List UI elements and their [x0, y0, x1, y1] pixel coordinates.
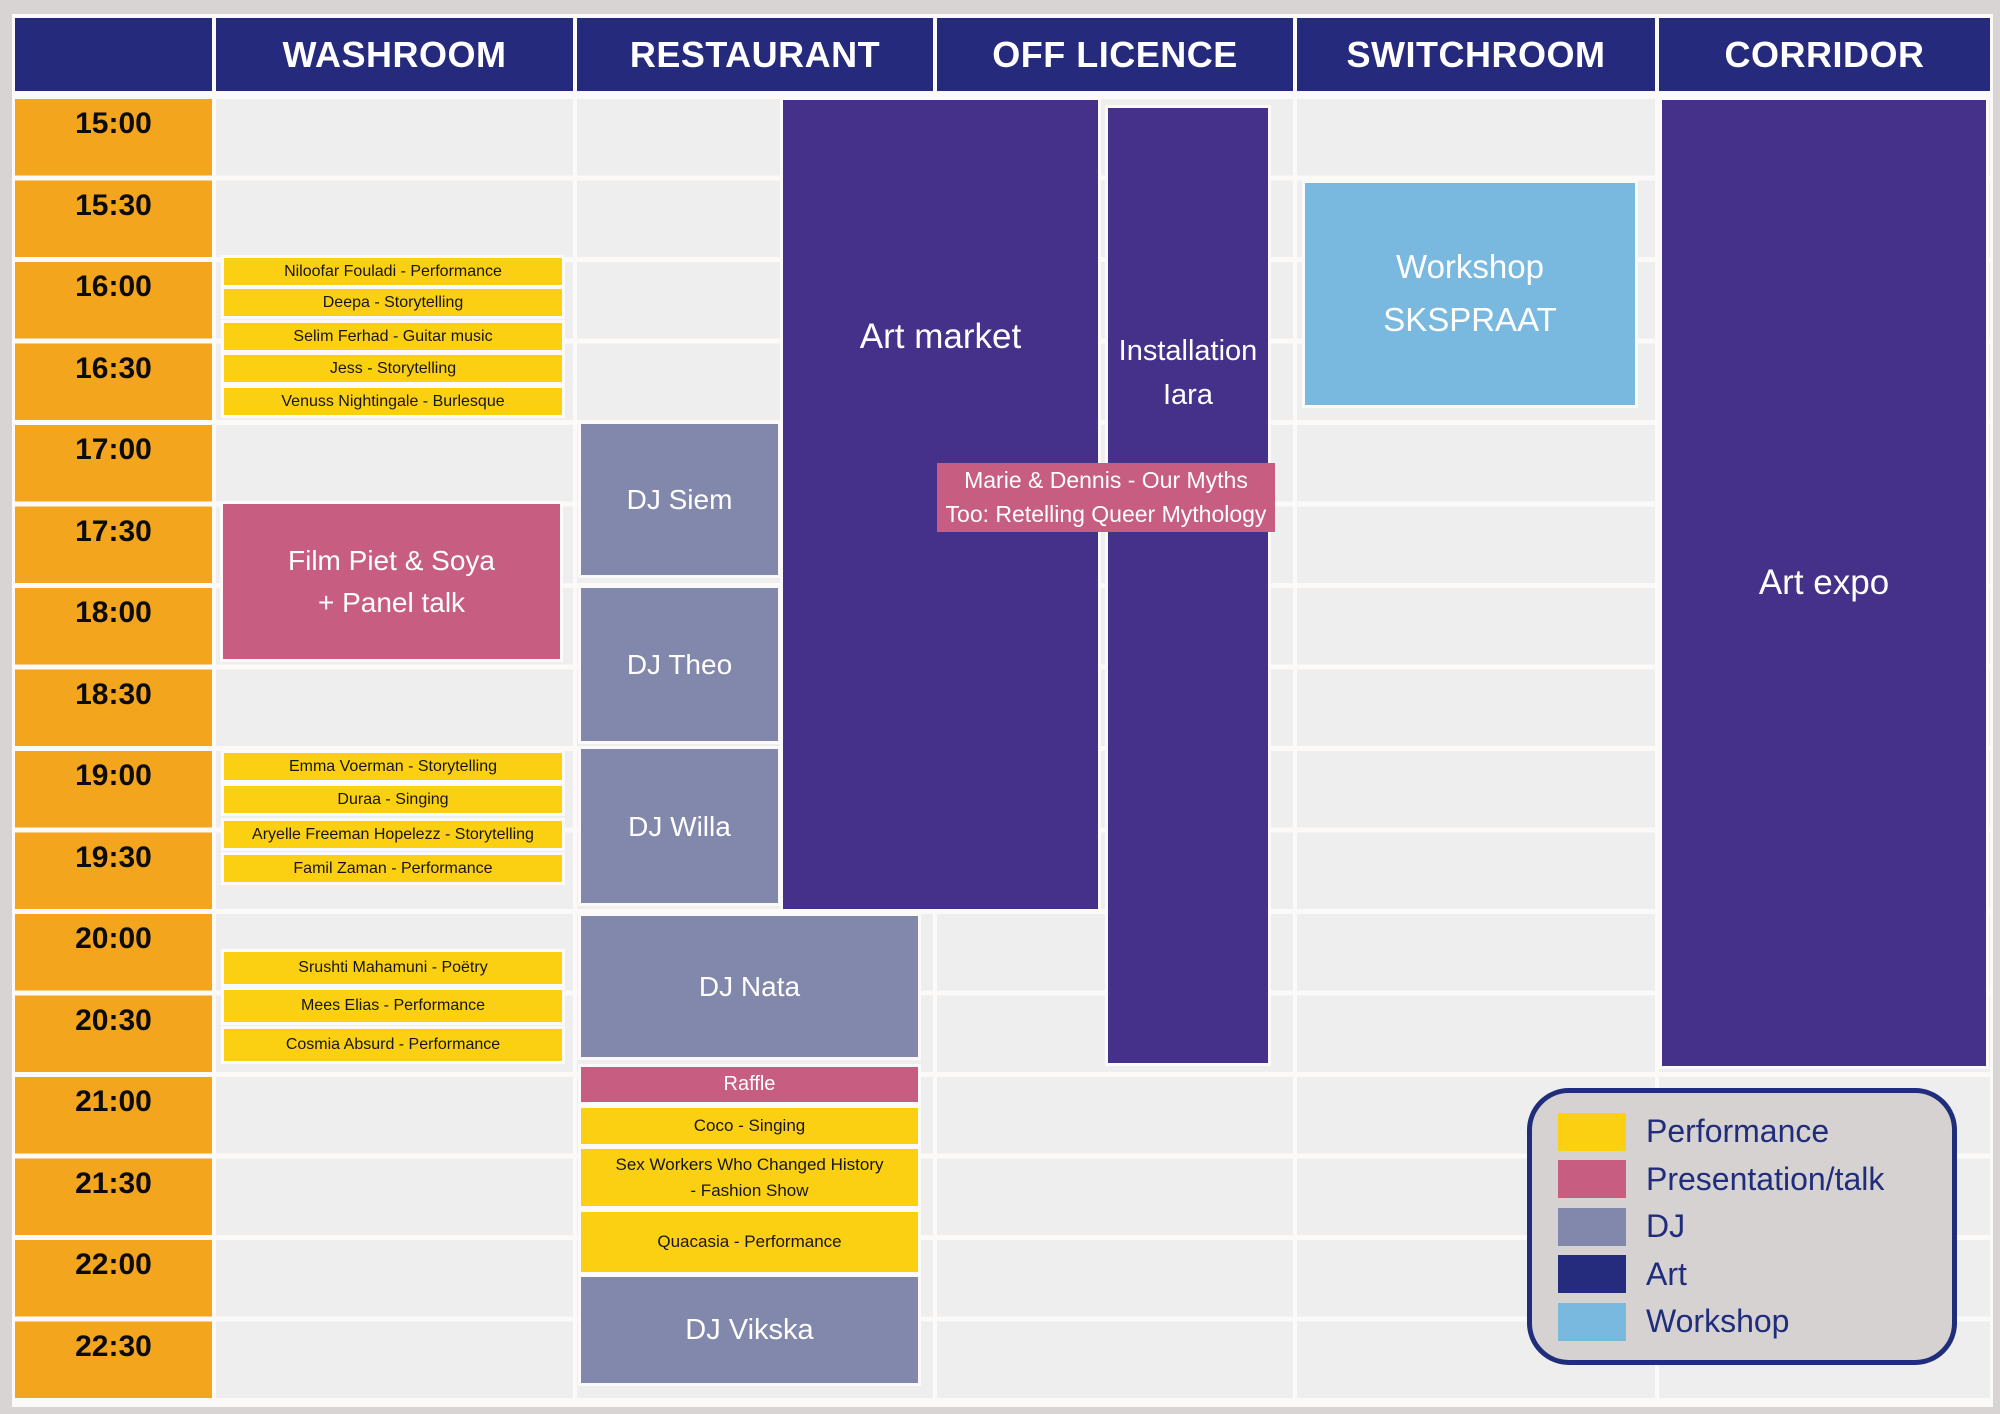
- header-corridor: CORRIDOR: [1659, 18, 1990, 91]
- time-label: 21:00: [75, 1085, 152, 1118]
- event-srushti-mahamuni: Srushti Mahamuni - Poëtry: [224, 952, 562, 984]
- legend-row-dj: DJ: [1558, 1207, 1952, 1246]
- event-marie-dennis-line2: Too: Retelling Queer Mythology: [945, 500, 1267, 527]
- event-workshop-line1: Workshop: [1396, 248, 1544, 286]
- legend-row-presentation: Presentation/talk: [1558, 1160, 1952, 1198]
- event-film-piet-soya: Film Piet & Soya + Panel talk: [223, 504, 560, 659]
- event-quacasia: Quacasia - Performance: [581, 1212, 918, 1272]
- header-switchroom: SWITCHROOM: [1297, 18, 1655, 91]
- event-film-line1: Film Piet & Soya: [288, 544, 495, 576]
- header-restaurant: RESTAURANT: [577, 18, 933, 91]
- event-film-line2: + Panel talk: [317, 586, 466, 618]
- time-label: 20:00: [75, 922, 152, 955]
- event-aryelle-freeman-hopelezz: Aryelle Freeman Hopelezz - Storytelling: [224, 821, 562, 848]
- event-dj-willa: DJ Willa: [581, 749, 778, 903]
- legend-row-workshop: Workshop: [1558, 1302, 1952, 1341]
- event-fashion-text: Sex Workers Who Changed History - Fashio…: [615, 1152, 883, 1203]
- legend: Performance Presentation/talk DJ Art Wor…: [1527, 1088, 1957, 1365]
- time-label: 19:00: [75, 759, 152, 792]
- time-label: 16:00: [75, 270, 152, 303]
- event-deepa: Deepa - Storytelling: [224, 289, 562, 316]
- time-label: 22:30: [75, 1330, 152, 1363]
- time-label: 15:00: [75, 107, 152, 140]
- event-marie-dennis-text: Marie & Dennis - Our Myths Too: Retellin…: [946, 464, 1267, 531]
- event-installation-iara: Installation Iara: [1108, 108, 1268, 1063]
- time-column-strip: [15, 99, 212, 1403]
- event-niloofar-fouladi: Niloofar Fouladi - Performance: [224, 258, 562, 285]
- legend-label-presentation: Presentation/talk: [1646, 1160, 1885, 1197]
- legend-label-workshop: Workshop: [1646, 1303, 1790, 1339]
- legend-row-performance: Performance: [1558, 1112, 1952, 1151]
- event-cosmia-absurd: Cosmia Absurd - Performance: [224, 1029, 562, 1061]
- event-dj-vikska: DJ Vikska: [581, 1277, 918, 1383]
- event-dj-siem: DJ Siem: [581, 424, 778, 575]
- event-fashion-line1: Sex Workers Who Changed History: [615, 1155, 884, 1174]
- legend-label-performance: Performance: [1646, 1113, 1830, 1149]
- time-label: 18:30: [75, 678, 152, 711]
- event-sex-workers-fashion-show: Sex Workers Who Changed History - Fashio…: [581, 1149, 918, 1206]
- event-raffle: Raffle: [581, 1067, 918, 1102]
- time-label: 18:00: [75, 596, 152, 629]
- event-duraa: Duraa - Singing: [224, 786, 562, 813]
- event-jess: Jess - Storytelling: [224, 355, 562, 382]
- time-label: 21:30: [75, 1167, 152, 1200]
- event-marie-dennis-talk: Marie & Dennis - Our Myths Too: Retellin…: [937, 463, 1275, 532]
- event-dj-theo: DJ Theo: [581, 588, 778, 741]
- event-coco: Coco - Singing: [581, 1108, 918, 1144]
- legend-swatch-art: [1558, 1255, 1626, 1293]
- event-workshop-skspraat: Workshop SKSPRAAT: [1305, 183, 1635, 405]
- header-time-cell: [15, 18, 212, 91]
- washroom-column-strip: [216, 99, 573, 1403]
- event-dj-nata: DJ Nata: [581, 916, 918, 1057]
- legend-swatch-dj: [1558, 1207, 1626, 1246]
- time-label: 20:30: [75, 1004, 152, 1037]
- time-label: 16:30: [75, 352, 152, 385]
- event-famil-zaman: Famil Zaman - Performance: [224, 855, 562, 882]
- time-label: 19:30: [75, 841, 152, 874]
- time-label: 15:30: [75, 189, 152, 222]
- legend-label-art: Art: [1646, 1255, 1687, 1292]
- event-installation-line2: Iara: [1163, 378, 1213, 411]
- event-workshop-line2: SKSPRAAT: [1383, 301, 1557, 338]
- time-label: 17:00: [75, 433, 152, 466]
- event-mees-elias: Mees Elias - Performance: [224, 990, 562, 1022]
- event-installation-line1: Installation: [1118, 335, 1258, 367]
- header-off-licence: OFF LICENCE: [937, 18, 1293, 91]
- event-selim-ferhad: Selim Ferhad - Guitar music: [224, 323, 562, 350]
- legend-swatch-workshop: [1558, 1302, 1626, 1341]
- event-venuss-nightingale: Venuss Nightingale - Burlesque: [224, 388, 562, 415]
- header-washroom: WASHROOM: [216, 18, 573, 91]
- legend-row-art: Art: [1558, 1255, 1952, 1293]
- legend-label-dj: DJ: [1646, 1208, 1686, 1244]
- legend-swatch-presentation: [1558, 1160, 1626, 1198]
- legend-swatch-performance: [1558, 1112, 1626, 1151]
- event-film-text: Film Piet & Soya + Panel talk: [288, 540, 495, 624]
- event-workshop-text: Workshop SKSPRAAT: [1383, 241, 1557, 347]
- event-fashion-line2: - Fashion Show: [690, 1180, 809, 1200]
- event-emma-voerman: Emma Voerman - Storytelling: [224, 753, 562, 780]
- event-marie-dennis-line1: Marie & Dennis - Our Myths: [964, 467, 1248, 494]
- time-label: 17:30: [75, 515, 152, 548]
- time-label: 22:00: [75, 1248, 152, 1281]
- event-art-expo: Art expo: [1662, 100, 1986, 1066]
- event-installation-text: Installation Iara: [1119, 330, 1258, 417]
